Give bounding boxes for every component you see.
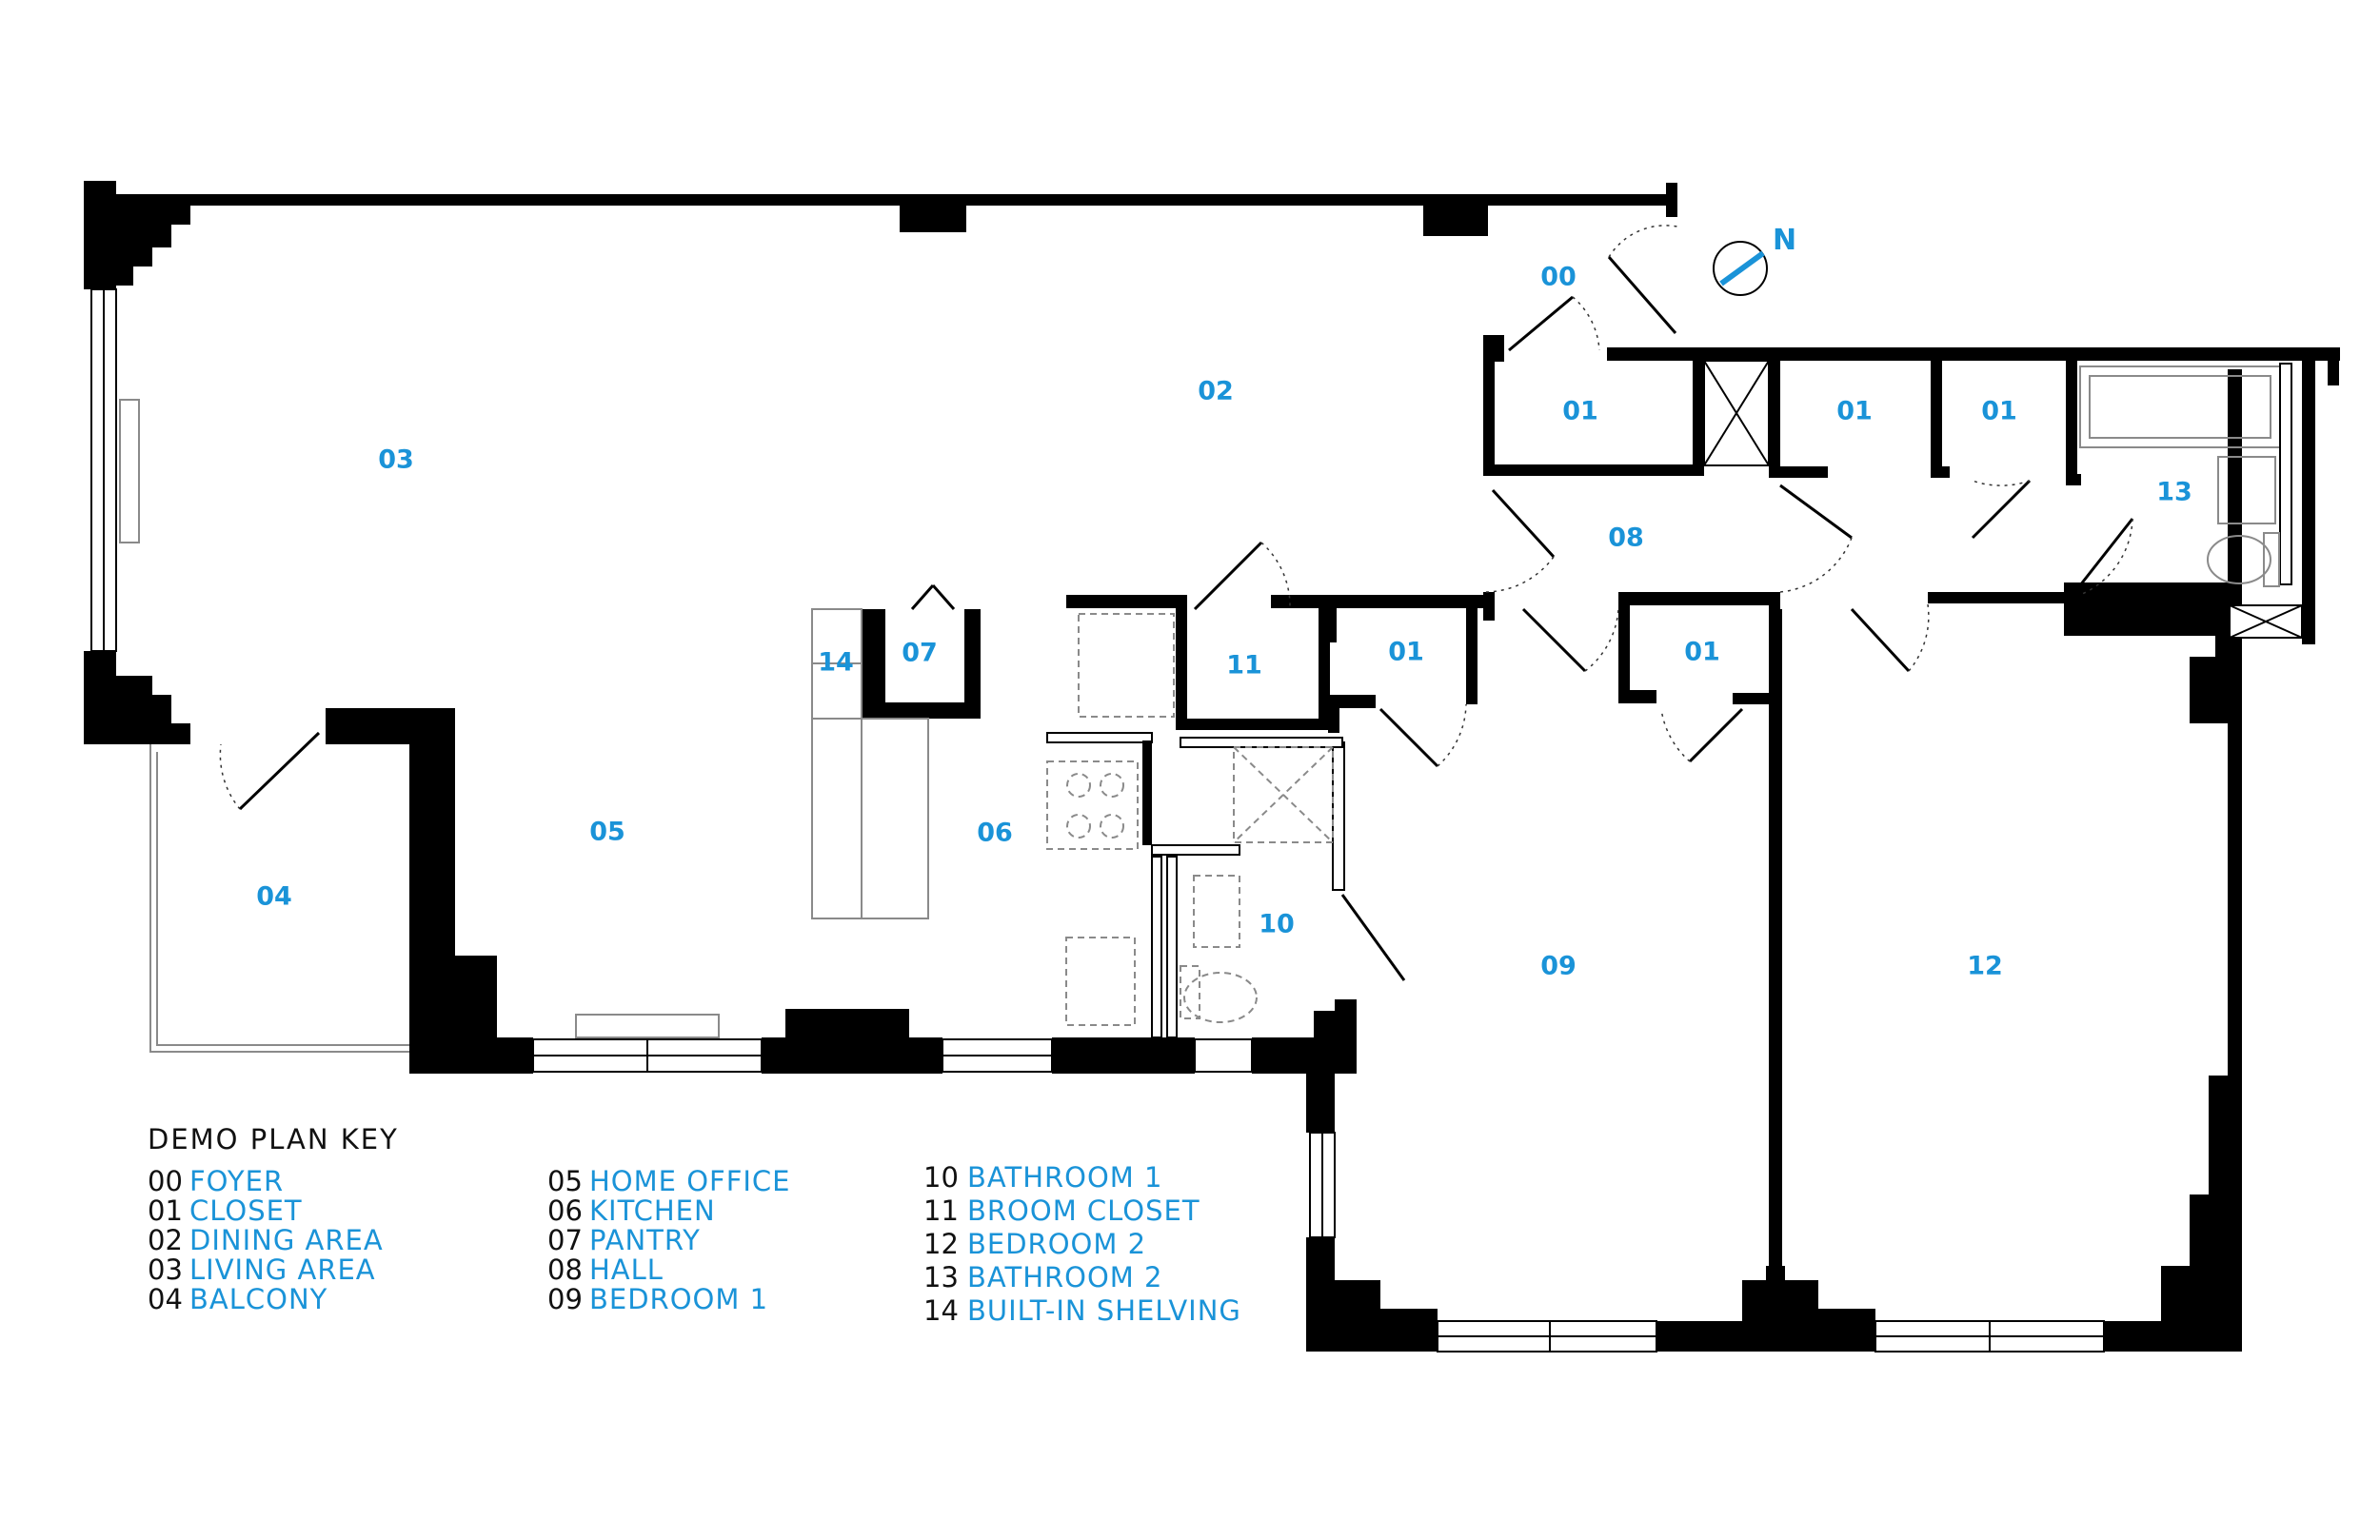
doors (219, 225, 2134, 981)
north-arrow-icon: N (1713, 224, 1796, 296)
room-label-dining-area: 02 (1198, 377, 1234, 406)
exterior-walls (84, 181, 2315, 1352)
key-number: 02 (148, 1224, 183, 1256)
key-number: 04 (148, 1283, 183, 1315)
key-number: 07 (547, 1224, 583, 1256)
key-number: 05 (547, 1165, 583, 1197)
room-label-living-area: 03 (378, 445, 414, 475)
key-room-name: BALCONY (189, 1283, 328, 1315)
key-number: 11 (923, 1194, 959, 1227)
key-number: 09 (547, 1283, 583, 1315)
key-room-name: BROOM CLOSET (967, 1194, 1200, 1227)
key-room-name: PANTRY (589, 1224, 701, 1256)
key-number: 01 (148, 1194, 183, 1227)
key-room-name: BEDROOM 1 (589, 1283, 769, 1315)
room-labels: 00 01 01 01 01 01 02 03 04 05 06 07 08 0… (256, 263, 2192, 981)
key-room-name: HALL (589, 1254, 664, 1286)
room-label-hall: 08 (1608, 523, 1644, 553)
key-number: 10 (923, 1161, 959, 1194)
plan-key-title: DEMO PLAN KEY (148, 1123, 399, 1155)
key-room-name: KITCHEN (589, 1194, 716, 1227)
key-room-name: LIVING AREA (189, 1254, 376, 1286)
key-room-name: BATHROOM 1 (967, 1161, 1163, 1194)
interior-walls (811, 335, 2340, 1323)
key-number: 06 (547, 1194, 583, 1227)
key-number: 08 (547, 1254, 583, 1286)
room-label-home-office: 05 (589, 818, 625, 847)
room-label-closet: 01 (1562, 397, 1598, 426)
key-room-name: FOYER (189, 1165, 285, 1197)
key-room-name: BEDROOM 2 (967, 1228, 1147, 1260)
room-label-bedroom-2: 12 (1967, 952, 2003, 981)
key-room-name: BUILT-IN SHELVING (967, 1294, 1241, 1327)
room-label-bathroom-2: 13 (2156, 478, 2192, 507)
key-number: 12 (923, 1228, 959, 1260)
key-number: 03 (148, 1254, 183, 1286)
north-label: N (1773, 224, 1796, 257)
key-room-name: BATHROOM 2 (967, 1261, 1163, 1293)
room-label-bathroom-1: 10 (1259, 910, 1295, 939)
room-label-closet: 01 (1684, 638, 1720, 667)
room-label-balcony: 04 (256, 882, 292, 912)
key-room-name: CLOSET (189, 1194, 303, 1227)
room-label-closet: 01 (1836, 397, 1873, 426)
room-label-kitchen: 06 (977, 819, 1013, 848)
room-label-broom-closet: 11 (1226, 651, 1262, 681)
key-number: 14 (923, 1294, 959, 1327)
key-number: 13 (923, 1261, 959, 1293)
key-number: 00 (148, 1165, 183, 1197)
room-label-closet: 01 (1981, 397, 2017, 426)
room-label-closet: 01 (1388, 638, 1424, 667)
room-label-pantry: 07 (902, 639, 938, 668)
room-label-foyer: 00 (1540, 263, 1577, 292)
room-label-bedroom-1: 09 (1540, 952, 1577, 981)
room-label-built-in-shelving: 14 (818, 648, 854, 678)
key-room-name: HOME OFFICE (589, 1165, 791, 1197)
key-room-name: DINING AREA (189, 1224, 384, 1256)
